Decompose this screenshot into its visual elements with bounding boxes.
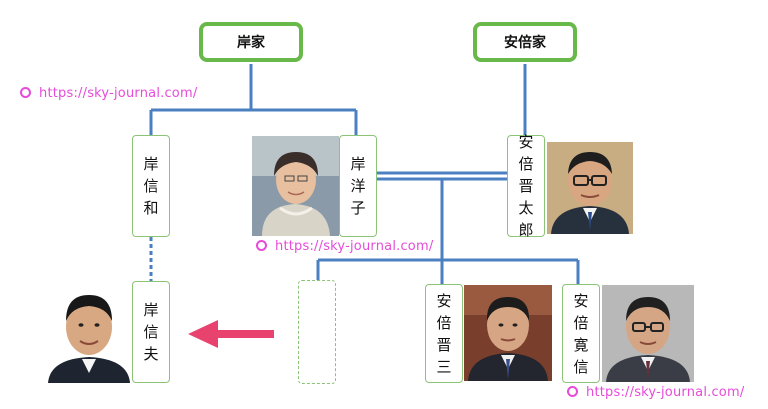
abe-family-box: 安倍家 [473, 22, 577, 62]
person-abe-shinzo: 安 倍 晋 三 [425, 284, 463, 383]
photo-kishi-yoko [252, 136, 339, 236]
watermark-circle-icon [256, 240, 267, 251]
kishi-family-box: 岸家 [199, 22, 303, 62]
adoption-arrow [188, 320, 274, 348]
watermark-middle: https://sky-journal.com/ [256, 239, 433, 254]
photo-abe-hironobu [602, 285, 694, 382]
photo-abe-shinzo [464, 285, 552, 381]
person-abe-hironobu: 安 倍 寛 信 [562, 284, 600, 383]
person-abe-shintaro: 安 倍 晋 太 郎 [507, 133, 545, 239]
watermark-bottom-right: https://sky-journal.com/ [567, 385, 744, 400]
abe-family-label: 安倍家 [504, 35, 546, 51]
person-kishi-yoko: 岸 洋 子 [339, 135, 377, 237]
person-kishi-nobukazu: 岸 信 和 [132, 135, 170, 237]
person-kishi-nobuo: 岸 信 夫 [132, 281, 170, 383]
person-placeholder-empty [298, 280, 336, 384]
photo-kishi-nobuo [46, 283, 132, 383]
watermark-circle-icon [20, 87, 31, 98]
watermark-circle-icon [567, 386, 578, 397]
watermark-top-left: https://sky-journal.com/ [20, 86, 197, 101]
kishi-family-label: 岸家 [237, 35, 265, 51]
photo-abe-shintaro [547, 142, 633, 234]
